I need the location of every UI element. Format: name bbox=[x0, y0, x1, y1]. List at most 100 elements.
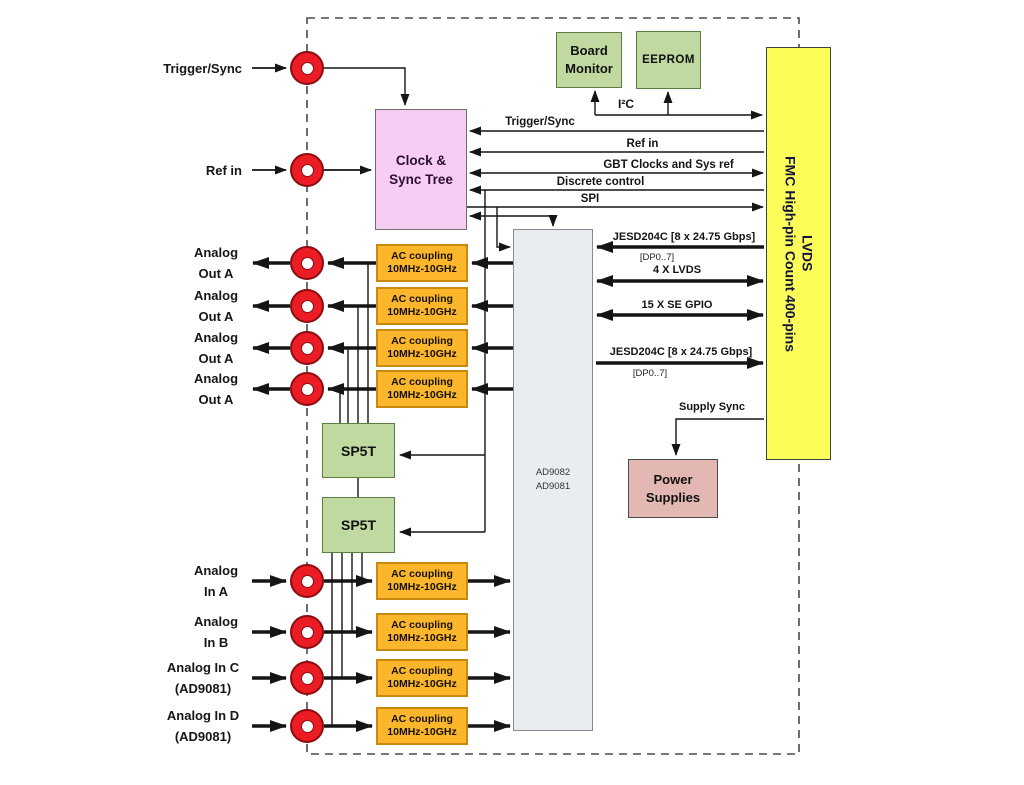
sma-connector-out-1 bbox=[290, 246, 324, 280]
bus-label-lvds: 4 X LVDS bbox=[652, 264, 702, 276]
sma-connector-ref-in bbox=[290, 153, 324, 187]
converter-line2: AD9081 bbox=[535, 481, 571, 492]
connector-hole bbox=[300, 256, 314, 270]
port-label-line: Analog bbox=[193, 563, 239, 578]
board-monitor-line1: Board bbox=[570, 43, 608, 58]
wire-spi-branch bbox=[496, 207, 511, 252]
connector-hole bbox=[300, 61, 314, 75]
port-label-analog-in-d: Analog In D (AD9081) bbox=[147, 705, 259, 747]
bus-label-jesd-rx-lanes: [DP0..7] bbox=[639, 252, 675, 263]
port-label-trigger-sync: Trigger/Sync bbox=[163, 61, 242, 76]
wires-top bbox=[252, 63, 764, 537]
port-label-analog-in-c: Analog In C (AD9081) bbox=[147, 657, 259, 699]
clock-sync-line2: Sync Tree bbox=[389, 171, 453, 187]
power-line1: Power bbox=[653, 471, 693, 487]
wire-supply-sync bbox=[671, 418, 764, 456]
ac-label-2: 10MHz-10GHz bbox=[387, 306, 457, 318]
ac-label-1: AC coupling bbox=[391, 335, 453, 347]
connector-hole bbox=[300, 299, 314, 313]
sma-connector-out-2 bbox=[290, 289, 324, 323]
port-label-analog-out-4: Analog Out A bbox=[174, 368, 258, 410]
ac-label-1: AC coupling bbox=[391, 250, 453, 262]
port-label-line: Analog bbox=[193, 614, 239, 629]
fmc-label-line2: LVDS bbox=[799, 235, 816, 272]
port-label-line: In B bbox=[203, 635, 229, 650]
port-label-line: Out A bbox=[198, 309, 234, 324]
bus-label-gbt: GBT Clocks and Sys ref bbox=[603, 159, 734, 171]
board-monitor-block: Board Monitor bbox=[556, 32, 622, 88]
ac-coupling-in-a: AC coupling 10MHz-10GHz bbox=[376, 562, 468, 600]
bus-label-supply-sync: Supply Sync bbox=[678, 401, 746, 413]
eeprom-block: EEPROM bbox=[636, 31, 701, 89]
ac-label-2: 10MHz-10GHz bbox=[387, 348, 457, 360]
clock-sync-line1: Clock & bbox=[395, 152, 447, 168]
ac-coupling-in-d: AC coupling 10MHz-10GHz bbox=[376, 707, 468, 745]
sp5t-switch-1: SP5T bbox=[322, 423, 395, 478]
wires-analog-out bbox=[252, 257, 513, 497]
connector-hole bbox=[300, 382, 314, 396]
ac-label-2: 10MHz-10GHz bbox=[387, 632, 457, 644]
sma-connector-in-c bbox=[290, 661, 324, 695]
connector-hole bbox=[300, 163, 314, 177]
sp5t-1-label: SP5T bbox=[340, 442, 376, 459]
ac-label-2: 10MHz-10GHz bbox=[387, 581, 457, 593]
wires-analog-in bbox=[252, 553, 511, 732]
port-label-line: In A bbox=[203, 584, 229, 599]
port-label-line: (AD9081) bbox=[174, 681, 232, 696]
port-label-analog-out-1: Analog Out A bbox=[174, 242, 258, 284]
bus-label-jesd-tx: JESD204C [8 x 24.75 Gbps] bbox=[609, 346, 753, 358]
sp5t-switch-2: SP5T bbox=[322, 497, 395, 553]
bus-label-jesd-tx-lanes: [DP0..7] bbox=[632, 368, 668, 379]
converter-line1: AD9082 bbox=[535, 467, 571, 478]
port-label-line: Out A bbox=[198, 392, 234, 407]
connector-hole bbox=[300, 341, 314, 355]
power-line2: Supplies bbox=[645, 489, 701, 505]
ac-coupling-out-2: AC coupling 10MHz-10GHz bbox=[376, 287, 468, 325]
converter-chip-block: AD9082 AD9081 bbox=[513, 229, 593, 731]
ac-coupling-in-c: AC coupling 10MHz-10GHz bbox=[376, 659, 468, 697]
port-label-line: (AD9081) bbox=[174, 729, 232, 744]
port-label-analog-in-a: Analog In A bbox=[174, 560, 258, 602]
power-supplies-block: Power Supplies bbox=[628, 459, 718, 518]
ac-label-2: 10MHz-10GHz bbox=[387, 389, 457, 401]
clock-sync-tree-block: Clock & Sync Tree bbox=[375, 109, 467, 230]
port-label-line: Out A bbox=[198, 266, 234, 281]
wire-trigger-to-clock bbox=[324, 67, 410, 106]
eeprom-label: EEPROM bbox=[642, 54, 695, 66]
bus-label-trigger-sync: Trigger/Sync bbox=[505, 116, 575, 128]
ac-label-1: AC coupling bbox=[391, 376, 453, 388]
bus-label-i2c: I²C bbox=[618, 97, 634, 111]
port-label-line: Analog bbox=[193, 371, 239, 386]
wires-fmc bbox=[596, 241, 764, 456]
port-label-ref-in: Ref in bbox=[205, 163, 242, 178]
port-label-analog-out-3: Analog Out A bbox=[174, 327, 258, 369]
connector-hole bbox=[300, 671, 314, 685]
ac-coupling-out-3: AC coupling 10MHz-10GHz bbox=[376, 329, 468, 367]
ac-label-1: AC coupling bbox=[391, 619, 453, 631]
port-label-analog-out-2: Analog Out A bbox=[174, 285, 258, 327]
ac-label-1: AC coupling bbox=[391, 665, 453, 677]
ac-label-1: AC coupling bbox=[391, 568, 453, 580]
connector-hole bbox=[300, 625, 314, 639]
ac-label-2: 10MHz-10GHz bbox=[387, 726, 457, 738]
sma-connector-out-4 bbox=[290, 372, 324, 406]
ac-label-2: 10MHz-10GHz bbox=[387, 678, 457, 690]
sma-connector-out-3 bbox=[290, 331, 324, 365]
connector-hole bbox=[300, 574, 314, 588]
ac-label-1: AC coupling bbox=[391, 293, 453, 305]
ac-label-1: AC coupling bbox=[391, 713, 453, 725]
port-label-line: Out A bbox=[198, 351, 234, 366]
ac-coupling-out-4: AC coupling 10MHz-10GHz bbox=[376, 370, 468, 408]
connector-hole bbox=[300, 719, 314, 733]
ac-label-2: 10MHz-10GHz bbox=[387, 263, 457, 275]
fmc-connector-block: FMC High-pin Count 400-pins LVDS bbox=[766, 47, 831, 460]
bus-label-spi: SPI bbox=[580, 193, 600, 205]
port-label-line: Analog bbox=[193, 330, 239, 345]
bus-label-gpio: 15 X SE GPIO bbox=[641, 299, 713, 311]
sma-connector-in-d bbox=[290, 709, 324, 743]
port-label-analog-in-b: Analog In B bbox=[174, 611, 258, 653]
port-label-line: Analog bbox=[193, 288, 239, 303]
bus-label-discrete-control: Discrete control bbox=[556, 176, 645, 188]
